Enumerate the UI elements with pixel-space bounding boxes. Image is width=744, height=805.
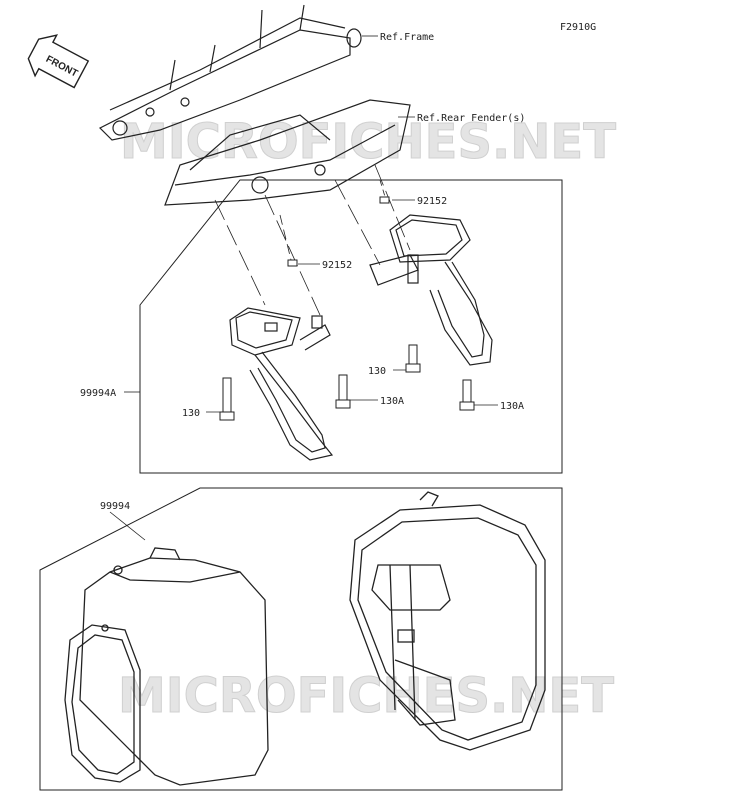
front-arrow-icon: FRONT xyxy=(27,34,90,89)
ref-rear-fender-label: Ref.Rear Fender(s) xyxy=(417,113,525,124)
watermark-bottom: MICROFICHES.NET xyxy=(118,668,614,724)
part-130a-right-label: 130A xyxy=(500,401,524,412)
part-130-left-label: 130 xyxy=(182,408,200,419)
part-130a-left-label: 130A xyxy=(380,396,404,407)
part-92152-right-label: 92152 xyxy=(417,196,447,207)
bolt-130-right-icon xyxy=(405,344,421,373)
left-bracket xyxy=(229,307,334,461)
left-saddlebag xyxy=(64,547,269,786)
figure-code: F2910G xyxy=(560,22,596,33)
watermark-top: MICROFICHES.NET xyxy=(120,114,616,170)
part-92152-left-label: 92152 xyxy=(322,260,352,271)
part-130-right-label: 130 xyxy=(368,366,386,377)
part-99994-label: 99994 xyxy=(100,501,130,512)
bolt-130a-right-icon xyxy=(459,379,475,411)
saddlebag-kit-box xyxy=(39,487,563,791)
leader-lines xyxy=(109,35,498,541)
ref-frame-label: Ref.Frame xyxy=(380,32,434,43)
bolt-130-left-icon xyxy=(219,377,235,421)
rear-fender xyxy=(164,99,411,206)
collar-right-icon xyxy=(379,196,390,204)
right-bracket xyxy=(369,214,493,366)
bolt-130a-left-icon xyxy=(335,374,351,409)
part-99994a-label: 99994A xyxy=(80,388,116,399)
frame-assembly xyxy=(98,4,362,141)
right-saddlebag xyxy=(349,491,546,751)
bracket-kit-box xyxy=(139,179,563,474)
collar-left-icon xyxy=(287,259,298,267)
